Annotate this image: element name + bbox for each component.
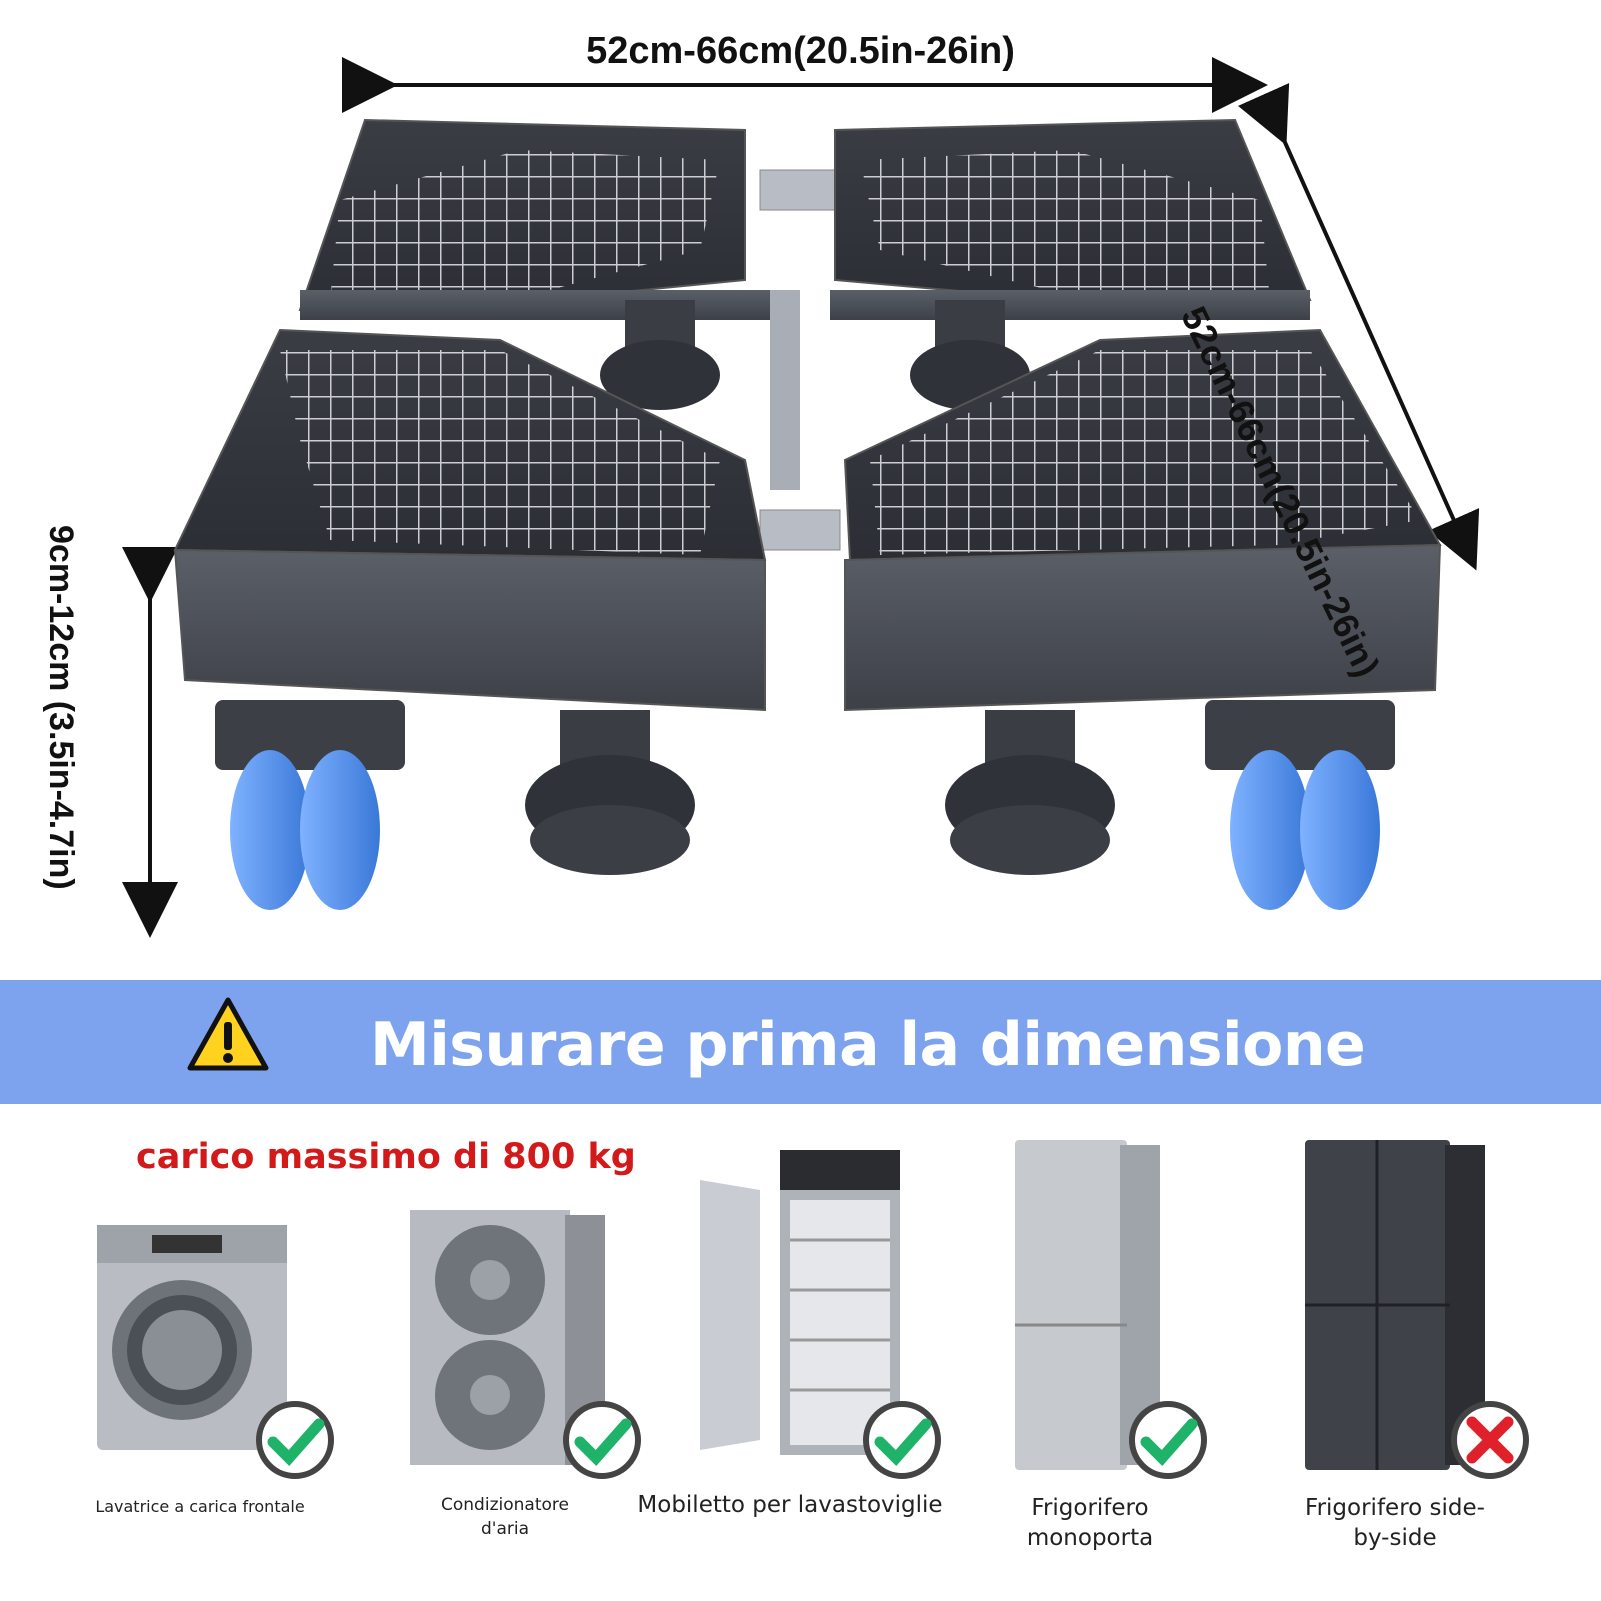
- platform-front-left: [173, 328, 767, 712]
- check-badge-icon: [563, 1401, 641, 1479]
- platform-back-left: [298, 118, 770, 320]
- appliance-label: Lavatrice a carica frontale: [95, 1497, 305, 1516]
- check-badge-icon: [256, 1401, 334, 1479]
- platform-front-right: [843, 328, 1442, 712]
- front-feet: [525, 710, 1115, 875]
- check-badge-icon: [1129, 1401, 1207, 1479]
- air-conditioner-icon: [410, 1210, 605, 1475]
- appliance-label: Condizionatore d'aria: [441, 1495, 569, 1539]
- depth-arrow: [1238, 83, 1480, 571]
- washing-machine-icon: [92, 1225, 292, 1455]
- height-dimension-label: 9cm-12cm (3.5in-4.7in): [42, 525, 80, 890]
- cross-badge-icon: [1451, 1401, 1529, 1479]
- warning-icon: [187, 997, 269, 1071]
- appliance-label: Frigorifero monoporta: [1026, 1495, 1154, 1551]
- appliance-label: Frigorifero side-by-side: [1305, 1495, 1485, 1551]
- wheel-right: [1205, 700, 1395, 910]
- platform-back-right: [830, 118, 1312, 320]
- wheel-left: [215, 700, 405, 910]
- measure-banner: Misurare prima la dimensione: [0, 980, 1601, 1104]
- back-feet: [600, 300, 1030, 410]
- dish-cabinet-icon: [700, 1150, 900, 1460]
- max-load-text: carico massimo di 800 kg: [136, 1137, 636, 1177]
- check-badge-icon: [863, 1401, 941, 1479]
- width-dimension-label: 52cm-66cm(20.5in-26in): [586, 30, 1015, 72]
- banner-title: Misurare prima la dimensione: [370, 1010, 1366, 1080]
- product-image: 52cm-66cm(20.5in-26in) 52cm-66cm(20.5in-…: [42, 30, 1480, 938]
- washing-machine-base-illustration: [122, 57, 1480, 938]
- appliance-label: Mobiletto per lavastoviglie: [637, 1492, 943, 1518]
